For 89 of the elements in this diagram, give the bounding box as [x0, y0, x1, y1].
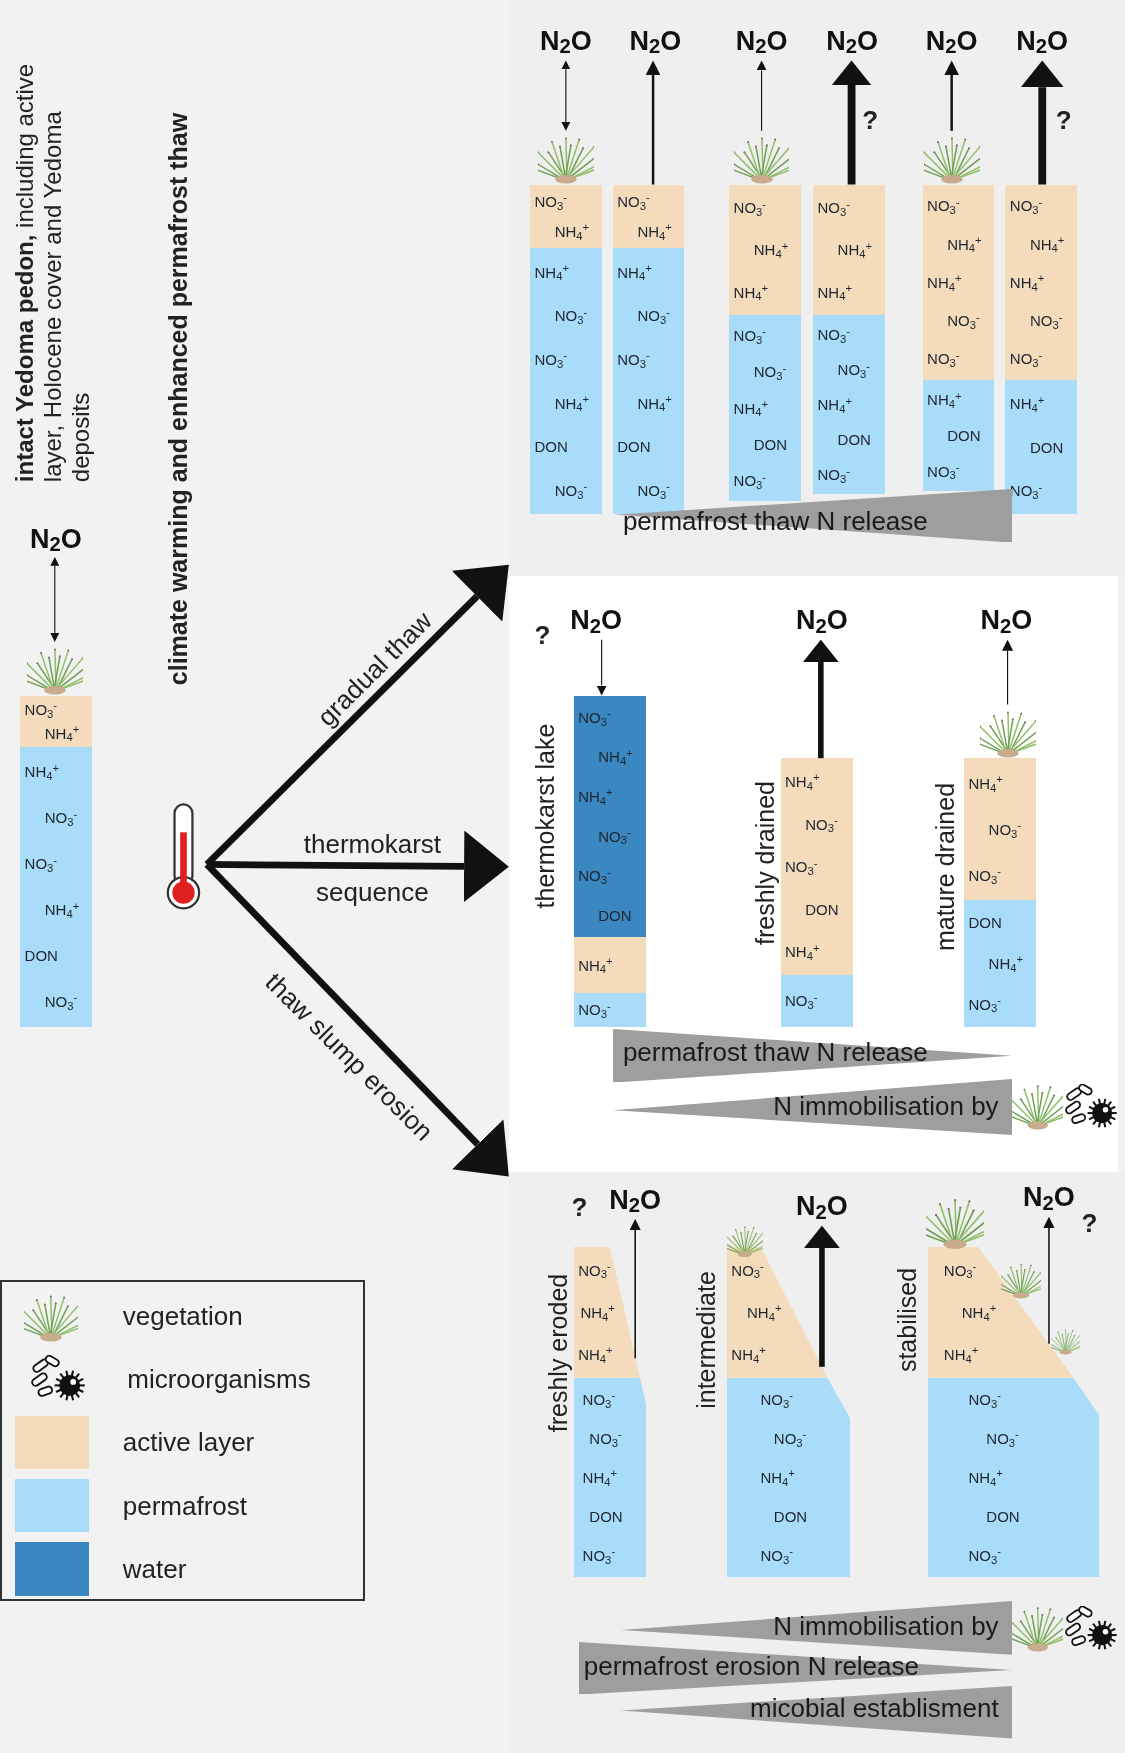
- nutrient-label: DON: [986, 1507, 1020, 1525]
- scale-label: micobial establisment: [750, 1695, 999, 1722]
- arrow: [204, 564, 509, 867]
- soil-layer: [573, 1377, 647, 1577]
- column-caption: stabilised: [892, 1267, 923, 1372]
- soil-layer: [20, 747, 92, 1027]
- gas-label: N$_{2}$O: [562, 601, 630, 640]
- gas-label: N$_{2}$O: [621, 22, 689, 61]
- soil-layer: [780, 758, 854, 976]
- soil-layer: [922, 380, 995, 491]
- arrow: [944, 60, 959, 131]
- arrow: [204, 862, 509, 1177]
- soil-layer: [922, 184, 995, 381]
- nutrient-label: DON: [805, 900, 839, 918]
- arrow: [1020, 60, 1064, 185]
- soil-layer: [573, 993, 647, 1027]
- nutrient-label: DON: [947, 427, 981, 445]
- column-caption: mature drained: [930, 782, 961, 951]
- arrow: [206, 830, 509, 903]
- column-caption: freshly drained: [750, 781, 781, 946]
- soil-layer: [729, 315, 801, 501]
- gas-label: N$_{2}$O: [918, 22, 986, 61]
- nutrient-label: DON: [534, 438, 568, 456]
- question-mark: ?: [862, 107, 879, 134]
- gas-label: N$_{2}$O: [788, 601, 856, 640]
- arrow: [1002, 639, 1014, 706]
- gas-label: N$_{2}$O: [788, 1187, 856, 1226]
- column-caption: thermokarst lake: [529, 723, 560, 909]
- soil-layer: [530, 248, 602, 515]
- soil-layer: [1005, 380, 1077, 515]
- legend-label: microorganisms: [127, 1366, 311, 1393]
- soil-layer: [530, 184, 602, 249]
- legend-label: vegetation: [122, 1303, 243, 1329]
- soil-layer: [573, 937, 647, 993]
- soil-layer: [612, 184, 685, 249]
- nutrient-label: DON: [24, 947, 58, 965]
- soil-layer: [1005, 184, 1077, 381]
- scale-label: permafrost thaw N release: [622, 1038, 928, 1065]
- soil-layer: [813, 315, 885, 495]
- soil-layer: [813, 184, 885, 316]
- arrow: [645, 60, 661, 185]
- legend-label: active layer: [122, 1429, 255, 1456]
- soil-layer: [20, 695, 92, 747]
- legend-label: permafrost: [122, 1492, 248, 1519]
- gas-label: N$_{2}$O: [601, 1180, 669, 1219]
- scale-label: permafrost erosion N release: [583, 1652, 919, 1679]
- gas-label: N$_{2}$O: [818, 22, 886, 61]
- legend-label: water: [122, 1555, 187, 1582]
- nutrient-label: DON: [1029, 438, 1064, 456]
- soil-layer: [963, 900, 1036, 1027]
- gas-label: N$_{2}$O: [972, 601, 1040, 640]
- soil-layer: [963, 758, 1036, 901]
- arrow: [802, 639, 839, 759]
- scale-label: N immobilisation by: [773, 1612, 999, 1639]
- arrow: [561, 60, 571, 131]
- arrow: [804, 1225, 840, 1367]
- nutrient-label: DON: [773, 1507, 808, 1525]
- column-caption: intermediate: [691, 1270, 721, 1409]
- nutrient-label: DON: [968, 914, 1002, 932]
- gas-label: N$_{2}$O: [532, 22, 600, 61]
- gas-label: N$_{2}$O: [728, 22, 796, 61]
- gas-label: N$_{2}$O: [1015, 1178, 1083, 1217]
- nutrient-label: DON: [617, 438, 651, 456]
- edge-label: thermokarst sequence: [302, 827, 442, 909]
- question-mark: ?: [1055, 107, 1072, 134]
- question-mark: ?: [1081, 1210, 1098, 1236]
- question-mark: ?: [534, 621, 551, 648]
- soil-layer: [726, 1377, 850, 1577]
- arrow: [756, 60, 767, 132]
- scale-label: N immobilisation by: [773, 1092, 999, 1119]
- soil-layer: [729, 184, 801, 316]
- arrow: [629, 1218, 641, 1360]
- nutrient-label: DON: [598, 906, 632, 924]
- nutrient-label: DON: [589, 1507, 623, 1525]
- scenario-panel: [508, 575, 1119, 1172]
- soil-layer: [573, 695, 647, 938]
- arrow: [50, 556, 60, 642]
- gas-label: N$_{2}$O: [22, 521, 90, 557]
- arrow: [596, 639, 607, 696]
- vertical-heading: climate warming and enhanced permafrost thaw: [163, 113, 194, 686]
- gas-label: N$_{2}$O: [1008, 22, 1076, 61]
- soil-layer: [780, 975, 854, 1027]
- soil-layer: [928, 1377, 1100, 1577]
- arrow: [1043, 1216, 1055, 1345]
- nutrient-label: DON: [753, 435, 788, 453]
- arrow: [831, 60, 872, 185]
- question-mark: ?: [571, 1194, 588, 1221]
- nutrient-label: DON: [837, 431, 871, 449]
- column-caption: freshly eroded: [543, 1273, 574, 1433]
